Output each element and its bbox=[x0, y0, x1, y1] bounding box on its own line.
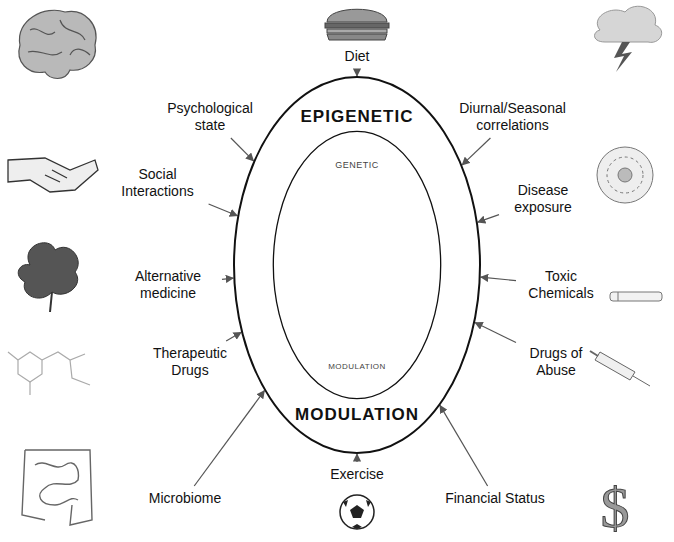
factor-label: Diurnal/Seasonal correlations bbox=[450, 100, 575, 134]
factor-text: Exercise bbox=[317, 466, 397, 483]
factor-label: Exercise bbox=[317, 466, 397, 483]
arrow-connector bbox=[440, 405, 488, 486]
factor-label: Alternative medicine bbox=[118, 268, 218, 302]
factor-text: Diet bbox=[327, 48, 387, 65]
arrow-connector bbox=[231, 138, 254, 161]
syringe-icon bbox=[590, 351, 650, 386]
factor-label: Psychological state bbox=[158, 100, 262, 134]
factor-text: Diurnal/Seasonal correlations bbox=[450, 100, 575, 134]
arrow-connector bbox=[356, 454, 357, 462]
ellipse-title: GENETIC bbox=[272, 160, 442, 170]
factor-label: Disease exposure bbox=[503, 182, 583, 216]
ball-icon bbox=[340, 495, 374, 529]
ellipse-outline bbox=[272, 130, 442, 400]
factor-text: Financial Status bbox=[435, 490, 555, 507]
arrow-connector bbox=[226, 332, 241, 341]
factor-label: Diet bbox=[327, 48, 387, 65]
factor-text: Disease exposure bbox=[503, 182, 583, 216]
virus-icon bbox=[597, 147, 653, 203]
arrow-connector bbox=[222, 278, 233, 279]
arrow-connector bbox=[475, 323, 516, 343]
arrow-connector bbox=[462, 138, 490, 165]
factor-text: Psychological state bbox=[158, 100, 262, 134]
arrow-connector bbox=[194, 391, 264, 486]
factor-text: Microbiome bbox=[135, 490, 235, 507]
factor-text: Therapeutic Drugs bbox=[140, 345, 240, 379]
ellipse-node: GENETIC MODULATION bbox=[272, 130, 442, 400]
factor-text: Alternative medicine bbox=[118, 268, 218, 302]
herb-icon bbox=[18, 243, 78, 312]
factor-text: Social Interactions bbox=[110, 166, 205, 200]
factor-text: Toxic Chemicals bbox=[520, 268, 602, 302]
dollar-symbol: $ bbox=[601, 475, 630, 540]
ellipse-node: EPIGENETIC MODULATION GENETIC MODULATION bbox=[232, 75, 482, 455]
arrow-connector bbox=[478, 215, 499, 223]
factor-label: Toxic Chemicals bbox=[520, 268, 602, 302]
intestine-icon bbox=[22, 450, 92, 525]
ellipse-title: MODULATION bbox=[272, 362, 442, 371]
factor-text: Drugs of Abuse bbox=[520, 345, 592, 379]
burger-icon bbox=[325, 9, 389, 40]
brain-icon bbox=[19, 10, 96, 78]
arrow-connector bbox=[356, 69, 357, 76]
dollar-icon: $ bbox=[601, 475, 630, 540]
molecule-icon bbox=[8, 352, 90, 395]
factor-label: Therapeutic Drugs bbox=[140, 345, 240, 379]
weather-icon bbox=[595, 6, 662, 72]
factor-label: Financial Status bbox=[435, 490, 555, 507]
arrow-connector bbox=[481, 277, 516, 280]
ellipse-title: EPIGENETIC bbox=[232, 107, 482, 127]
arrow-connector bbox=[209, 204, 238, 216]
factor-label: Drugs of Abuse bbox=[520, 345, 592, 379]
factor-label: Social Interactions bbox=[110, 166, 205, 200]
ellipse-title: MODULATION bbox=[232, 405, 482, 425]
handshake-icon bbox=[8, 158, 98, 192]
tube-icon bbox=[610, 292, 662, 301]
factor-label: Microbiome bbox=[135, 490, 235, 507]
